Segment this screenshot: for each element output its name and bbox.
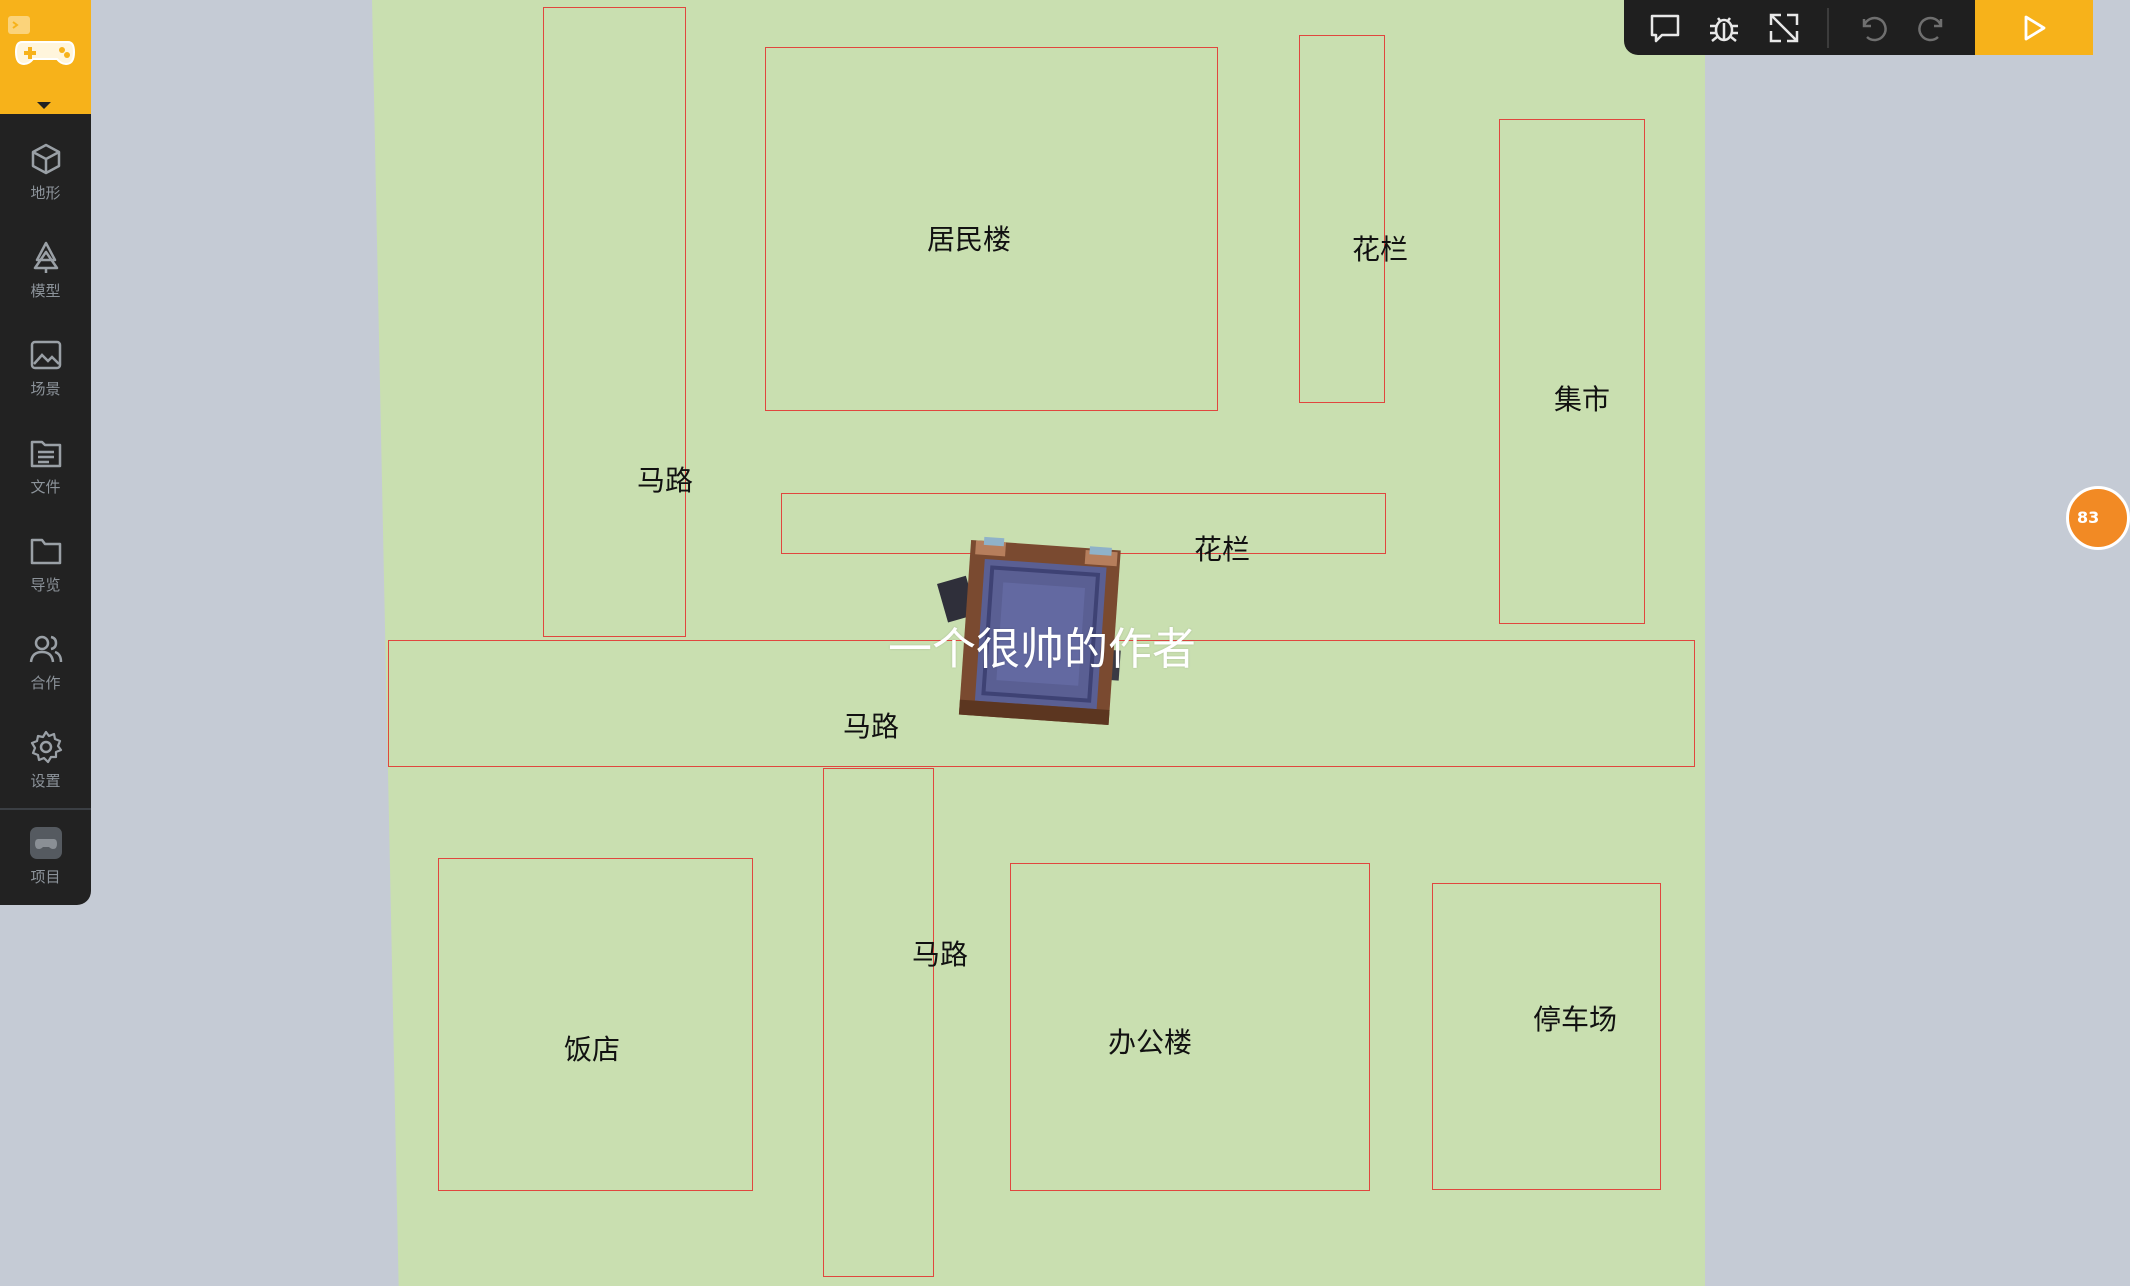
bug-icon: [1710, 17, 1738, 42]
sidebar-item-terrain[interactable]: 地形: [0, 142, 91, 232]
redo-icon: [1918, 16, 1943, 42]
redo-button[interactable]: [1912, 8, 1952, 48]
notification-badge[interactable]: 83: [2066, 486, 2130, 550]
sidebar-item-label: 导览: [30, 576, 61, 594]
zone-label: 办公楼: [1107, 1026, 1193, 1059]
sidebar-item-settings[interactable]: 设置: [0, 730, 91, 820]
sidebar-item-label: 设置: [30, 772, 61, 790]
app-logo[interactable]: [0, 0, 91, 114]
debug-button[interactable]: [1704, 8, 1744, 48]
comment-button[interactable]: [1645, 8, 1685, 48]
zone-office[interactable]: [1010, 863, 1370, 1191]
sidebar-item-label: 地形: [30, 184, 61, 202]
zone-label: 马路: [911, 938, 969, 971]
zone-label: 居民楼: [926, 223, 1012, 256]
sidebar-item-label: 文件: [30, 478, 61, 496]
undo-icon: [1862, 16, 1887, 42]
sidebar-item-project[interactable]: 项目: [0, 826, 91, 916]
sidebar-divider: [0, 808, 91, 810]
zone-label: 花栏: [1351, 233, 1409, 266]
zone-label: 花栏: [1193, 533, 1251, 566]
users-icon: [29, 635, 62, 663]
player-character[interactable]: [937, 535, 1140, 726]
zone-flowerbed-vertical[interactable]: [1299, 35, 1385, 403]
sidebar-item-label: 场景: [30, 380, 61, 398]
zone-parking[interactable]: [1432, 883, 1661, 1190]
list-file-icon: [30, 440, 61, 468]
zone-residential[interactable]: [765, 47, 1218, 411]
play-icon: [2024, 15, 2046, 40]
zone-label: 马路: [636, 464, 694, 497]
sidebar-item-label: 合作: [30, 674, 61, 692]
sidebar-item-guide[interactable]: 导览: [0, 534, 91, 624]
sidebar-item-scene[interactable]: 场景: [0, 338, 91, 428]
gear-icon: [30, 730, 62, 764]
zone-restaurant[interactable]: [438, 858, 753, 1191]
player-name-tag: 一个很帅的作者: [888, 624, 1196, 675]
zone-label: 集市: [1553, 383, 1611, 416]
gamepad-icon: [29, 827, 62, 859]
folder-icon: [30, 538, 61, 565]
play-button[interactable]: [1975, 0, 2093, 55]
sidebar-item-label: 模型: [30, 282, 61, 300]
sidebar-item-model[interactable]: 模型: [0, 240, 91, 330]
sidebar-item-collab[interactable]: 合作: [0, 632, 91, 722]
zone-label: 饭店: [563, 1033, 621, 1066]
zone-label: 停车场: [1532, 1003, 1618, 1036]
zone-road-vertical-bottom[interactable]: [823, 768, 934, 1277]
gamepad-logo-icon: [8, 16, 76, 66]
toolbar-divider: [1827, 8, 1829, 48]
comment-icon: [1650, 14, 1680, 43]
resize-icon: [1769, 13, 1799, 43]
sidebar-item-label: 项目: [30, 868, 61, 886]
undo-button[interactable]: [1853, 8, 1893, 48]
zone-road-vertical-left[interactable]: [543, 7, 686, 637]
chevron-down-icon[interactable]: [37, 102, 51, 109]
zone-label: 马路: [842, 710, 900, 743]
zone-market[interactable]: [1499, 119, 1645, 624]
sidebar-item-file[interactable]: 文件: [0, 436, 91, 526]
cube-icon: [31, 143, 60, 175]
resize-button[interactable]: [1764, 8, 1804, 48]
left-sidebar: 地形 模型 场景 文件 导览 合作 设置 项目: [0, 0, 91, 905]
tree-icon: [33, 241, 58, 273]
image-icon: [30, 340, 61, 370]
top-toolbar: [1624, 0, 2093, 55]
